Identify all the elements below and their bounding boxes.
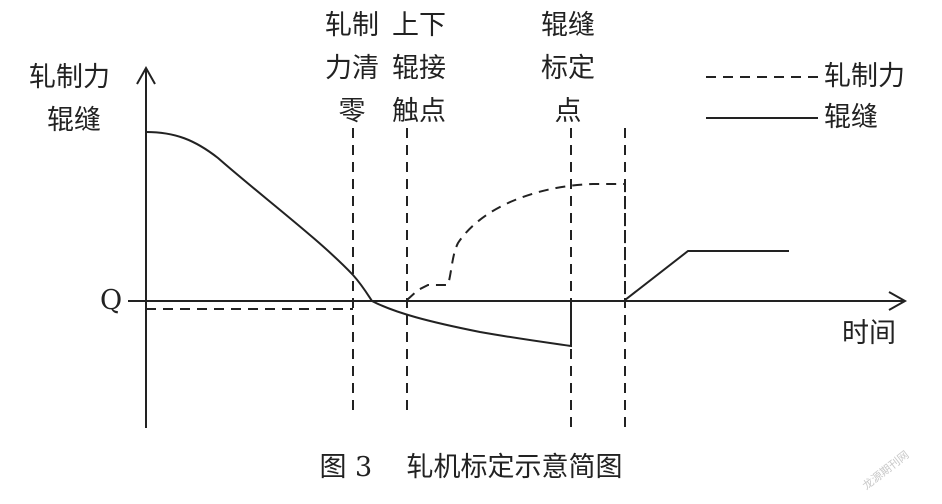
event-label-force-zero-line2: 力清 <box>325 53 379 84</box>
event-label-roll-contact-line1: 上下 <box>392 10 446 41</box>
event-label-roll-contact-line2: 辊接 <box>392 53 446 84</box>
event-label-force-zero-line1: 轧制 <box>325 10 379 41</box>
y-axis-arrow <box>136 65 156 85</box>
event-label-roll-contact-line3: 触点 <box>392 96 446 127</box>
event-label-gap-calibration-line3: 点 <box>554 96 582 127</box>
event-label-gap-calibration-line2: 标定 <box>541 53 595 84</box>
figure-caption: 图 3 轧机标定示意简图 <box>319 452 623 483</box>
y-axis-label-line2: 辊缝 <box>47 105 101 136</box>
x-axis-arrow <box>888 291 908 311</box>
roll-gap-curve-after <box>624 250 789 301</box>
event-label-gap-calibration-line1: 辊缝 <box>541 10 595 41</box>
q-label: Q <box>100 285 123 316</box>
legend-dashed-label: 轧制力 <box>824 61 905 92</box>
roll-gap-curve <box>145 131 572 348</box>
roll-force-curve <box>406 183 626 301</box>
legend-solid-label: 辊缝 <box>824 102 878 133</box>
y-axis-label-line1: 轧制力 <box>29 62 110 93</box>
x-axis-label: 时间 <box>842 318 896 349</box>
event-label-force-zero-line3: 零 <box>338 96 366 127</box>
